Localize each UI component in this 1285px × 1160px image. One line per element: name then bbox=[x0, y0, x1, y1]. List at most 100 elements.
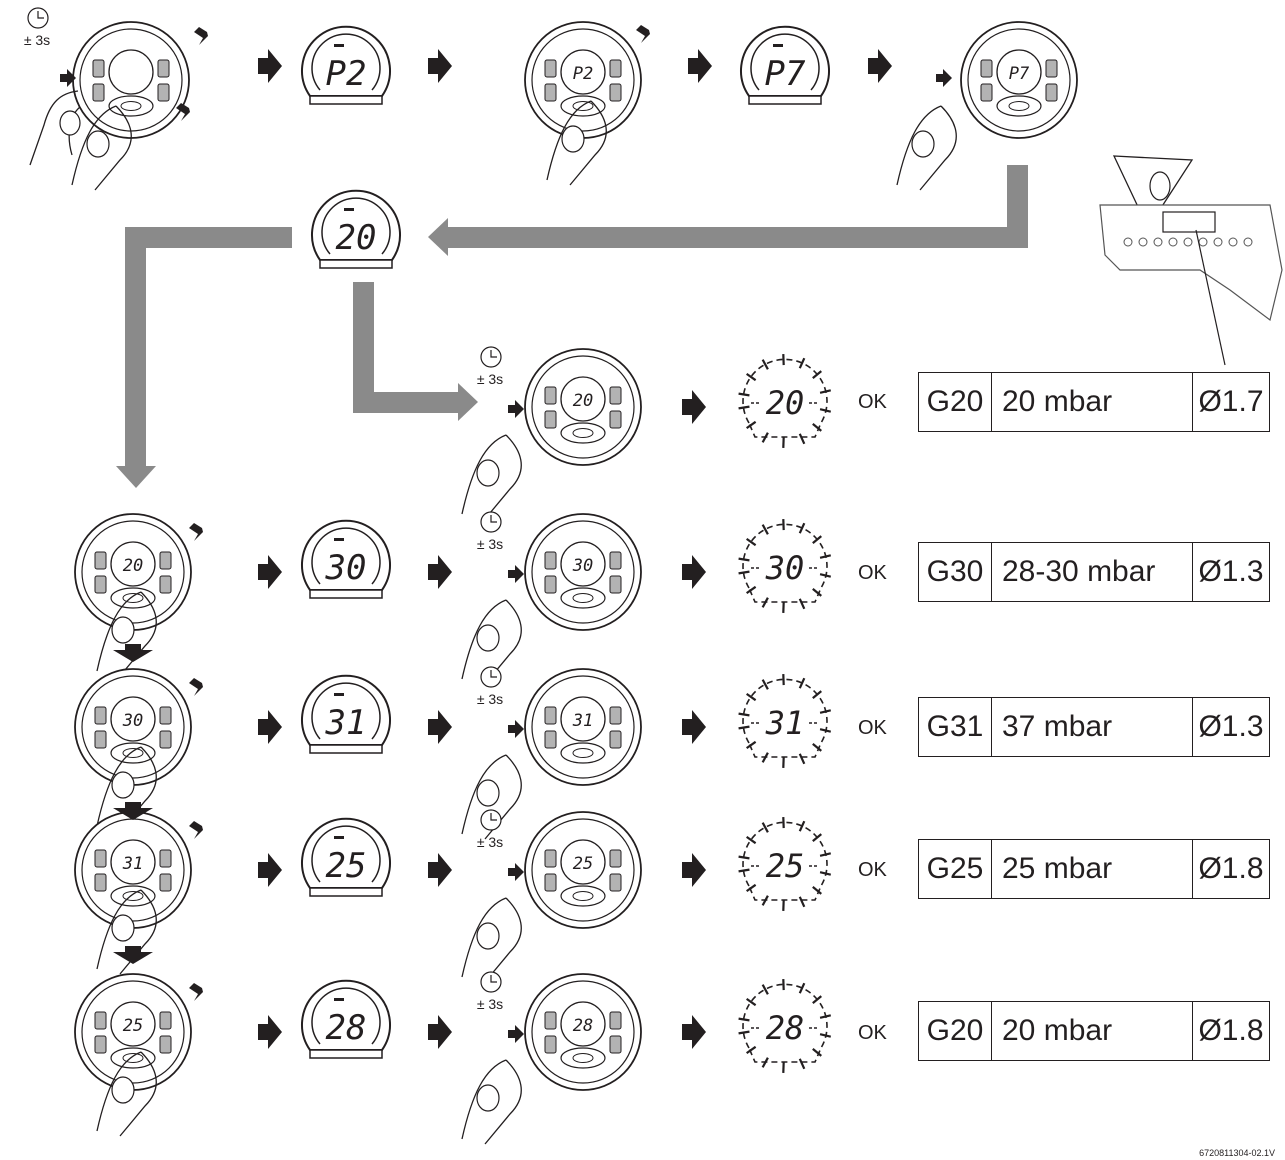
blink-ray bbox=[798, 357, 806, 369]
clock-hands bbox=[490, 350, 497, 358]
hand-press bbox=[896, 105, 957, 191]
panel-knob-center bbox=[572, 593, 594, 603]
panel-side-button bbox=[94, 551, 107, 570]
display-screen: 30 bbox=[301, 519, 391, 599]
blink-ray bbox=[812, 743, 822, 752]
hand-thumb bbox=[111, 1076, 135, 1104]
blink-ray bbox=[812, 423, 822, 432]
control-panel: 31 bbox=[74, 811, 192, 929]
hand-finger bbox=[484, 897, 522, 983]
display-value: 28 bbox=[573, 1016, 593, 1036]
gas-type: G20 bbox=[919, 1002, 992, 1060]
blink-ray bbox=[798, 753, 806, 765]
blink-ray bbox=[761, 597, 769, 608]
step-arrow bbox=[688, 49, 712, 83]
blink-ray bbox=[738, 405, 750, 410]
hand-thumb bbox=[476, 779, 500, 807]
hand-outline bbox=[461, 1059, 507, 1140]
display-value: 25 bbox=[766, 847, 805, 885]
step-arrow bbox=[428, 1015, 452, 1049]
blink-ray bbox=[819, 408, 832, 413]
panel-side-button bbox=[94, 575, 107, 594]
gas-table-row: G25 25 mbar Ø1.8 bbox=[918, 839, 1270, 899]
blink-ray bbox=[812, 1048, 822, 1057]
gas-pressure: 25 mbar bbox=[992, 840, 1193, 898]
blinking-display: 28 bbox=[738, 978, 832, 1074]
blink-ray bbox=[812, 690, 822, 699]
hand-outline bbox=[546, 100, 592, 181]
blink-ray bbox=[746, 420, 757, 430]
step-arrow-down bbox=[113, 946, 153, 964]
blink-ray bbox=[746, 537, 757, 547]
valve-screw bbox=[1138, 237, 1148, 247]
blink-ray bbox=[738, 855, 750, 860]
control-panel: 30 bbox=[524, 513, 642, 631]
press-arrow bbox=[508, 720, 524, 738]
blink-ray bbox=[761, 1057, 769, 1068]
hand-outline bbox=[29, 90, 79, 166]
step-arrow bbox=[428, 853, 452, 887]
display-base bbox=[319, 259, 393, 269]
panel-side-button bbox=[1045, 83, 1058, 102]
panel-side-button bbox=[159, 1011, 172, 1030]
panel-inner-ring bbox=[81, 675, 185, 779]
display-value: 25 bbox=[123, 1016, 143, 1036]
panel-knob-center bbox=[122, 891, 144, 901]
hand-thumb bbox=[476, 922, 500, 950]
blink-ray bbox=[761, 679, 769, 690]
blink-ray bbox=[819, 728, 832, 733]
blinking-display: 25 bbox=[738, 816, 832, 912]
press-arrow bbox=[189, 523, 203, 541]
panel-side-button bbox=[94, 1035, 107, 1054]
panel-side-button bbox=[609, 59, 622, 78]
timer-label: ± 3s bbox=[477, 371, 503, 387]
hand-press bbox=[96, 746, 157, 832]
panel-side-button bbox=[609, 410, 622, 429]
step-arrow bbox=[682, 853, 706, 887]
display-value: P7 bbox=[1009, 64, 1030, 84]
nozzle-size: Ø1.8 bbox=[1198, 1014, 1264, 1047]
step-arrow bbox=[258, 710, 282, 744]
blink-ray bbox=[738, 1017, 750, 1022]
press-arrow bbox=[936, 69, 952, 87]
valve-screw bbox=[1198, 237, 1208, 247]
blink-ray bbox=[746, 835, 757, 845]
valve-connector bbox=[1162, 211, 1216, 233]
blink-ray bbox=[746, 585, 757, 595]
display-power-bar bbox=[334, 836, 344, 839]
blink-ray bbox=[819, 871, 832, 876]
hand-press bbox=[461, 599, 522, 685]
blinking-display: 30 bbox=[738, 518, 832, 614]
press-arrow bbox=[508, 400, 524, 418]
blink-ray bbox=[738, 570, 750, 575]
press-arrow bbox=[636, 25, 650, 43]
panel-inner-ring bbox=[81, 520, 185, 624]
panel-side-button bbox=[94, 730, 107, 749]
gas-table-row: G30 28-30 mbar Ø1.3 bbox=[918, 542, 1270, 602]
panel-display-window bbox=[996, 49, 1042, 95]
press-arrow bbox=[176, 103, 190, 121]
panel-display-window bbox=[110, 696, 156, 742]
hand-finger bbox=[119, 1051, 157, 1137]
timer-label: ± 3s bbox=[477, 691, 503, 707]
valve-screw bbox=[1213, 237, 1223, 247]
display-value: 31 bbox=[122, 854, 143, 874]
flow-arrow-head bbox=[428, 218, 448, 256]
blink-ray bbox=[798, 896, 806, 908]
gas-table-row: G20 20 mbar Ø1.7 bbox=[918, 372, 1270, 432]
panel-side-button bbox=[159, 849, 172, 868]
panel-side-button bbox=[544, 83, 557, 102]
hand-press bbox=[71, 105, 132, 191]
panel-knob-center bbox=[572, 428, 594, 438]
hand-thumb bbox=[59, 110, 81, 136]
panel-display-window bbox=[110, 839, 156, 885]
panel-side-button bbox=[544, 551, 557, 570]
panel-side-button bbox=[94, 849, 107, 868]
hand-outline bbox=[896, 105, 942, 186]
panel-side-button bbox=[609, 83, 622, 102]
display-frame bbox=[740, 25, 830, 97]
timer-icon: ± 3s bbox=[477, 971, 503, 1012]
hand-press bbox=[461, 754, 522, 840]
clock-hands bbox=[490, 813, 497, 821]
